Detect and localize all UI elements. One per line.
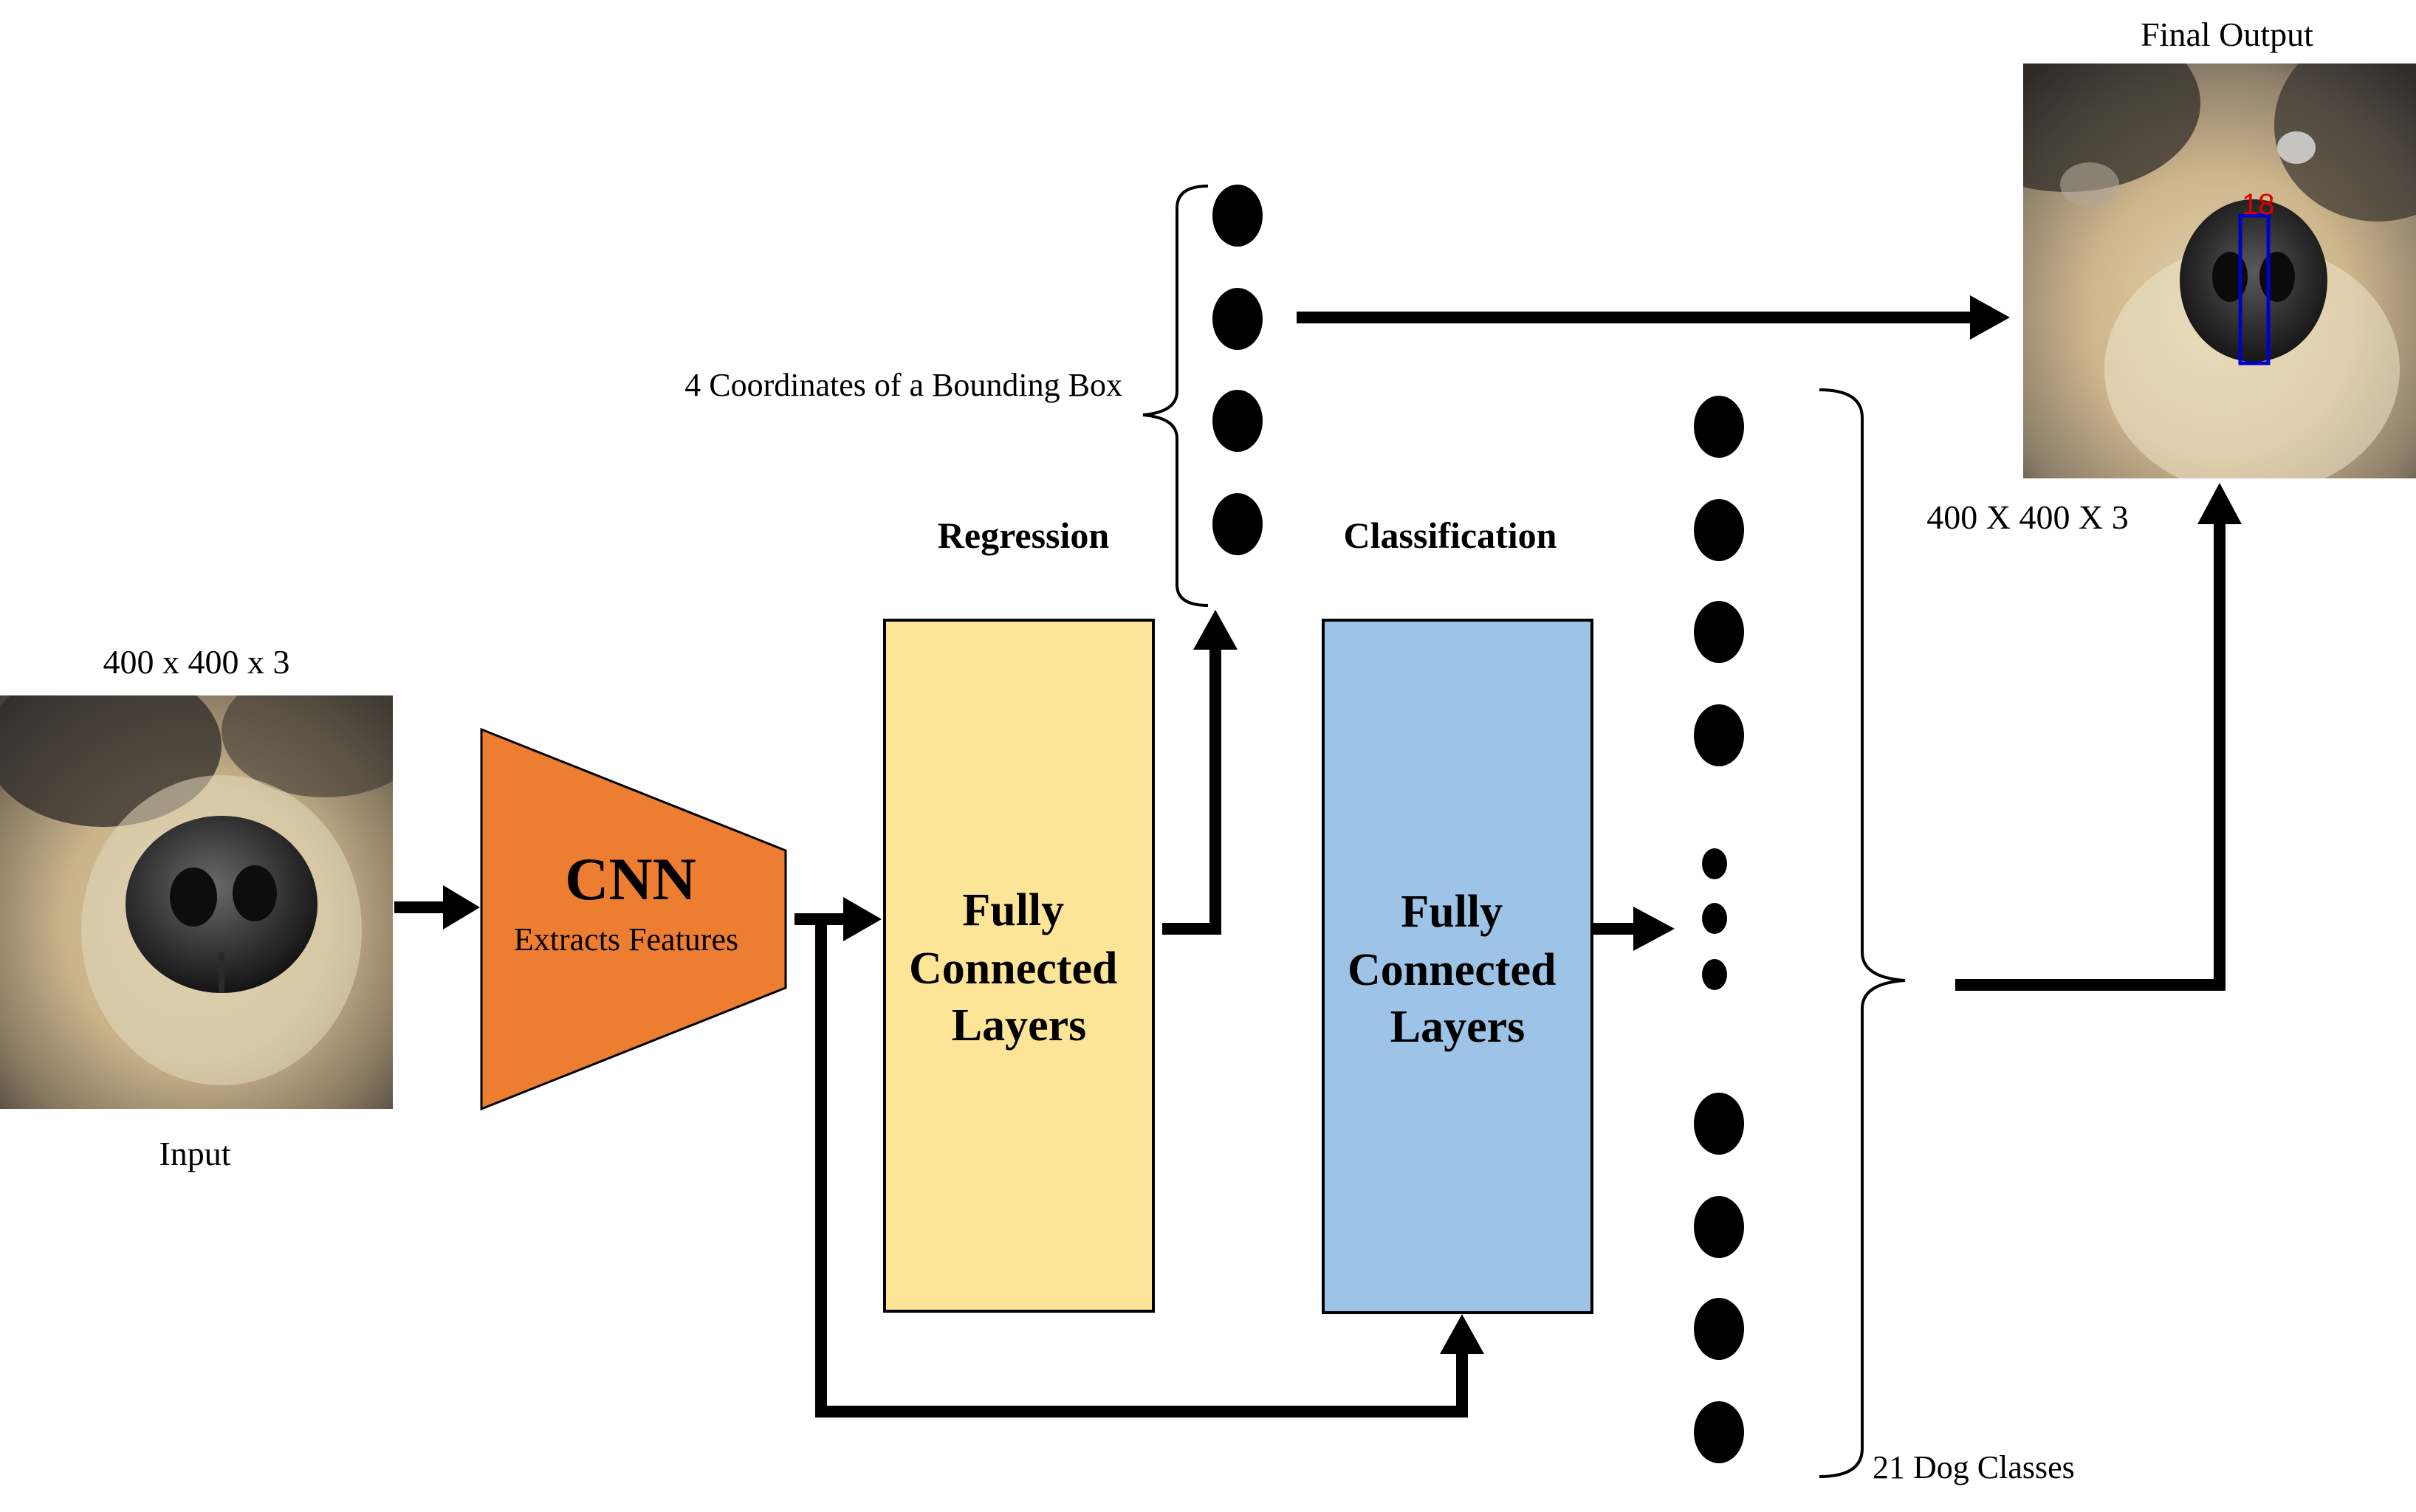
- bbox-node: [1212, 288, 1263, 350]
- class-node: [1694, 1093, 1744, 1155]
- class-node: [1694, 1196, 1744, 1258]
- input-dog-image: [0, 695, 393, 1109]
- arrow-classification-to-class-nodes: [1593, 907, 1675, 951]
- input-caption: Input: [159, 1135, 230, 1172]
- classification-fc-label-line-3: Layers: [1390, 1002, 1526, 1052]
- class-node: [1694, 601, 1744, 663]
- regression-fc-label-line-2: Connected: [909, 944, 1117, 994]
- class-node: [1694, 396, 1744, 458]
- bbox-node: [1212, 390, 1263, 452]
- class-node: [1694, 704, 1744, 766]
- class-ellipsis-dot: [1702, 959, 1727, 990]
- class-outputs-label: 21 Dog Classes: [1873, 1449, 2075, 1485]
- class-output-nodes: [1694, 396, 1744, 1463]
- bbox-outputs-brace: [1142, 185, 1209, 607]
- bbox-outputs-label: 4 Coordinates of a Bounding Box: [684, 367, 1122, 403]
- regression-heading: Regression: [938, 515, 1110, 556]
- regression-fc-label-line-1: Fully: [962, 885, 1064, 935]
- arrow-cnn-to-regression-fc: [795, 897, 882, 941]
- detection-class-label: 18: [2242, 188, 2275, 221]
- class-ellipsis-dot: [1702, 903, 1727, 934]
- output-dog-image: 18: [2023, 63, 2416, 478]
- cnn-title: CNN: [565, 845, 696, 913]
- classification-heading: Classification: [1344, 515, 1557, 556]
- class-node: [1694, 1401, 1744, 1463]
- classification-fc-label: Fully Connected Layers: [1348, 887, 1568, 1052]
- bbox-output-nodes: [1212, 185, 1263, 555]
- arrow-classes-to-final-output: [1955, 483, 2242, 991]
- bbox-node: [1212, 493, 1263, 555]
- classification-fc-block: [1322, 619, 1593, 1314]
- output-title: Final Output: [2141, 16, 2313, 53]
- arrow-bbox-to-final-output: [1297, 295, 2010, 340]
- cnn-subtitle: Extracts Features: [514, 921, 738, 958]
- arrow-cnn-to-classification-fc: [815, 919, 1484, 1418]
- cnn-block: [480, 727, 787, 1111]
- regression-fc-label-line-3: Layers: [952, 1000, 1087, 1051]
- regression-fc-block: [883, 619, 1155, 1313]
- classification-fc-label-line-1: Fully: [1401, 887, 1503, 937]
- regression-fc-label: Fully Connected Layers: [909, 885, 1129, 1051]
- class-node: [1694, 499, 1744, 561]
- class-outputs-brace: [1819, 388, 1906, 1478]
- classification-fc-label-line-2: Connected: [1348, 945, 1556, 995]
- bbox-node: [1212, 185, 1263, 247]
- detection-bounding-box: [2238, 213, 2271, 365]
- output-size-label: 400 X 400 X 3: [1926, 498, 2128, 536]
- class-ellipsis-dot: [1702, 848, 1727, 879]
- arrow-regression-to-bbox-outputs: [1162, 610, 1238, 935]
- input-size-label: 400 x 400 x 3: [103, 643, 290, 681]
- arrow-input-to-cnn: [394, 885, 480, 929]
- class-node: [1694, 1298, 1744, 1360]
